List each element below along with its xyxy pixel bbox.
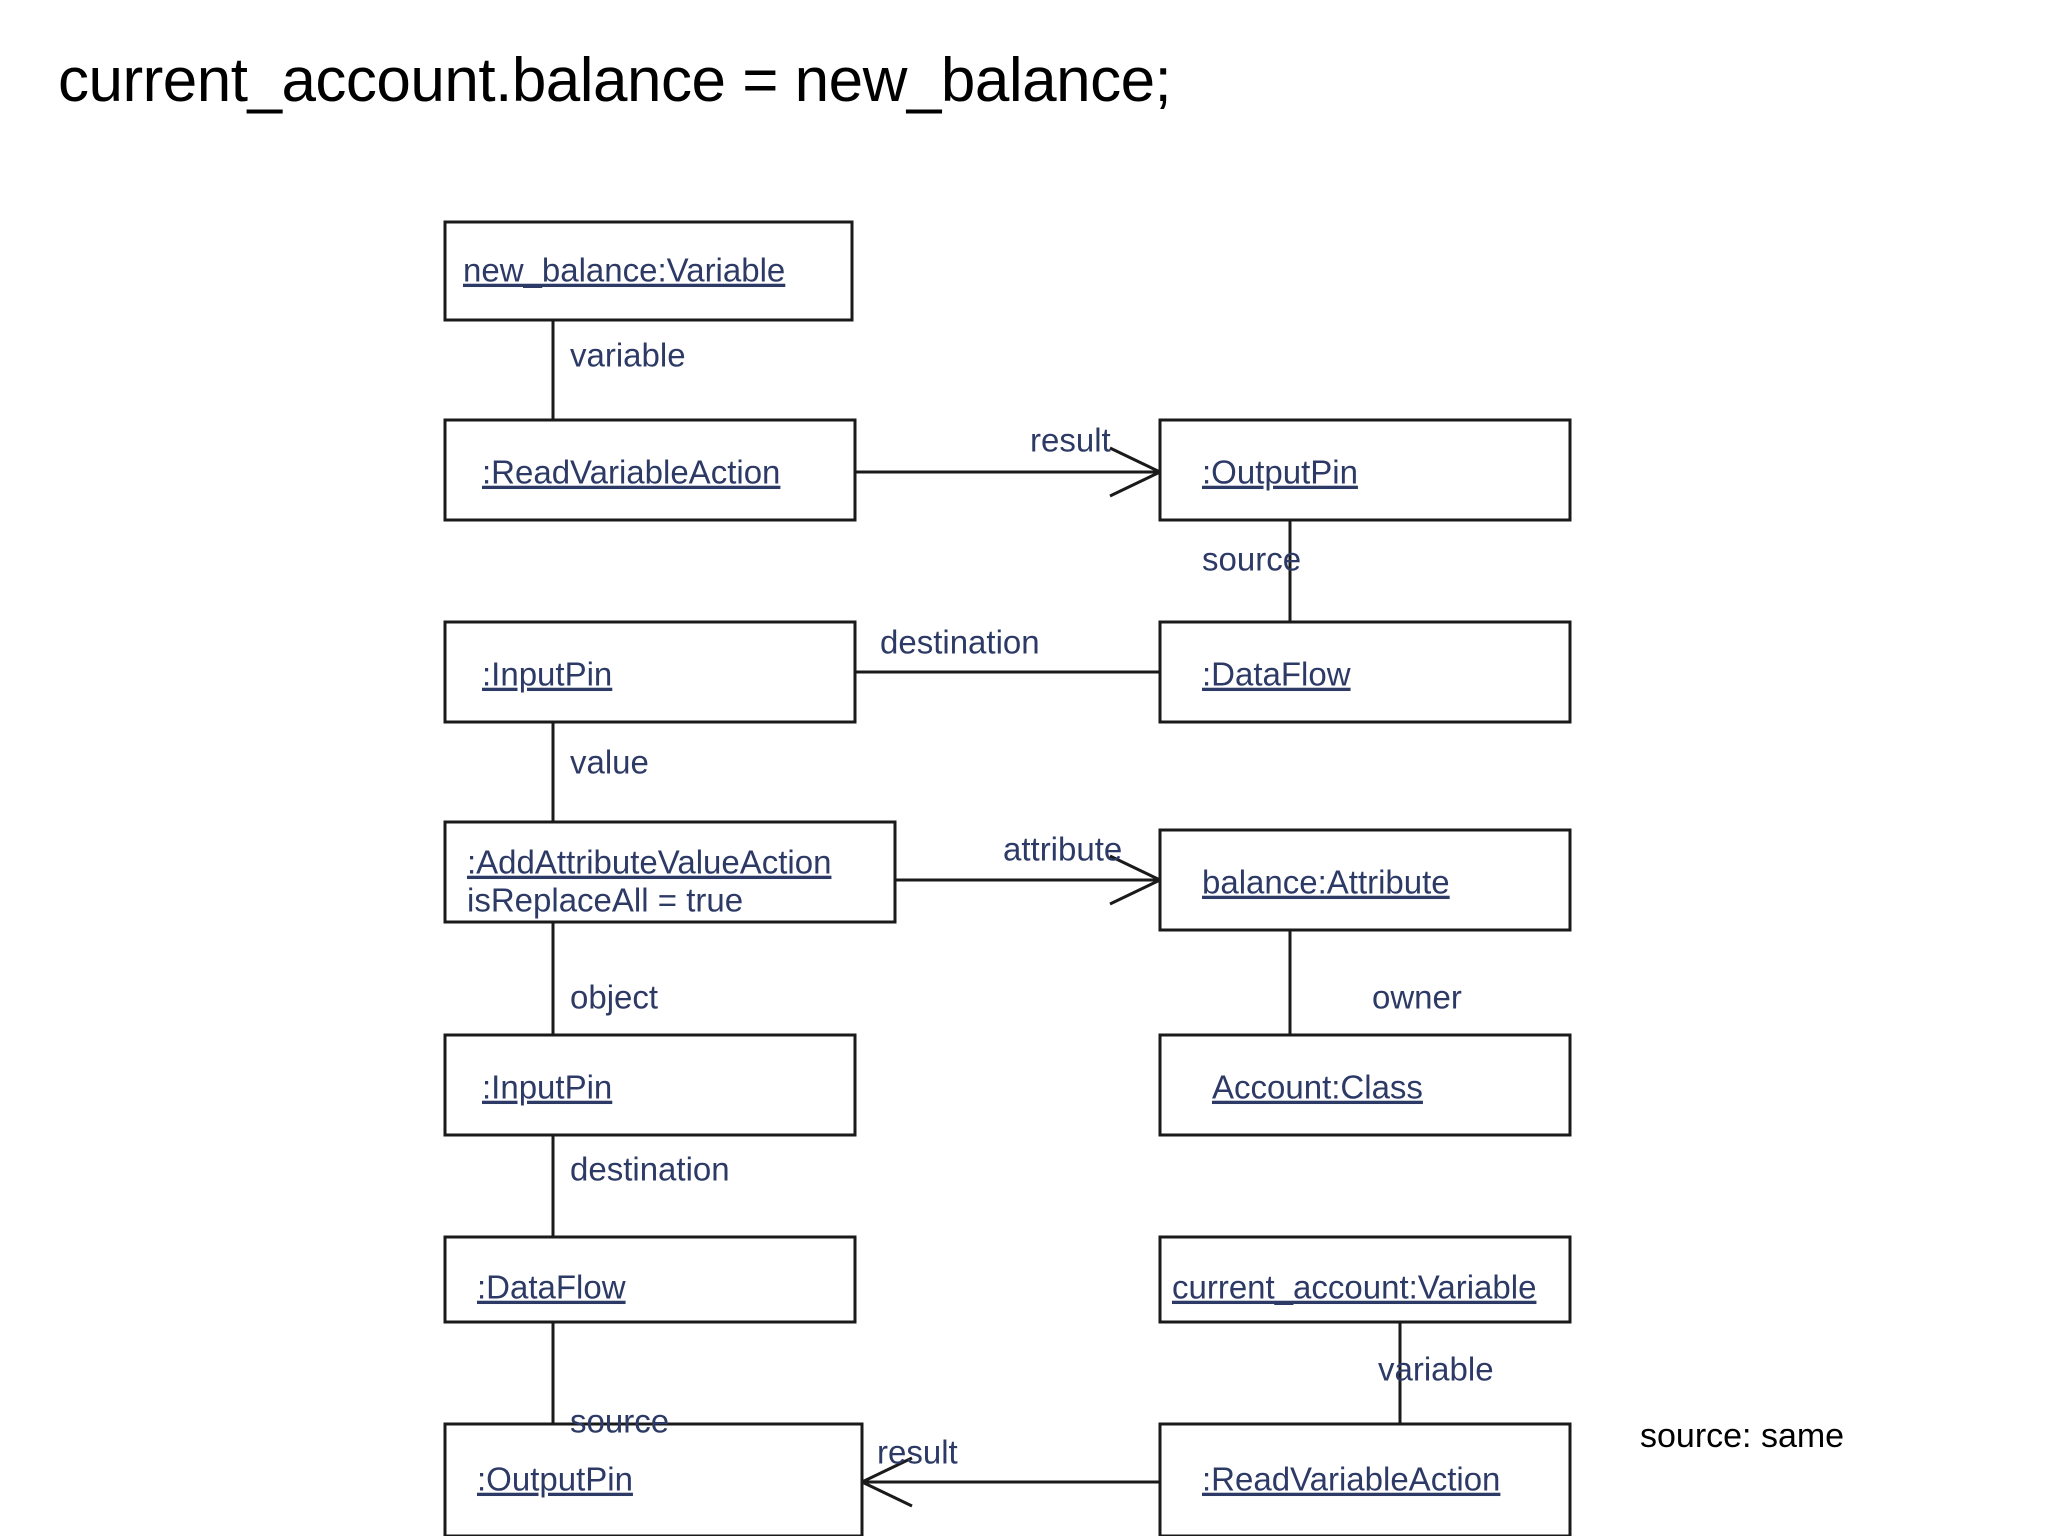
node-box: [1158, 1235, 1572, 1324]
link-label-attribute: attribute: [1003, 831, 1122, 868]
node-add-attribute-value-action[interactable]: :AddAttributeValueAction isReplaceAll = …: [443, 820, 897, 924]
link-label-source-top: source: [1202, 541, 1301, 578]
node-label: :OutputPin: [477, 1461, 633, 1498]
node-label: current_account:Variable: [1172, 1269, 1536, 1306]
link-label-object: object: [570, 979, 658, 1016]
node-attribute: isReplaceAll = true: [467, 882, 743, 919]
node-box: [443, 1422, 864, 1536]
node-read-variable-action-bottom[interactable]: :ReadVariableAction: [1158, 1422, 1572, 1536]
link-label-destination-top: destination: [880, 624, 1040, 661]
node-data-flow-top[interactable]: :DataFlow: [1158, 620, 1572, 724]
node-read-variable-action-top[interactable]: :ReadVariableAction: [443, 418, 857, 522]
slide-title: current_account.balance = new_balance;: [58, 46, 1172, 115]
node-account-class[interactable]: Account:Class: [1158, 1033, 1572, 1137]
node-label: :DataFlow: [477, 1269, 626, 1306]
link-label-owner: owner: [1372, 979, 1462, 1016]
link-label-variable-top: variable: [570, 337, 686, 374]
node-label: :InputPin: [482, 1069, 612, 1106]
node-box: [443, 418, 857, 522]
link-result-top: [855, 446, 1164, 498]
node-label: new_balance:Variable: [463, 252, 785, 289]
node-output-pin-top[interactable]: :OutputPin: [1158, 418, 1572, 522]
node-new-balance-variable[interactable]: new_balance:Variable: [443, 220, 854, 322]
node-data-flow-bottom[interactable]: :DataFlow: [443, 1235, 857, 1324]
node-balance-attribute[interactable]: balance:Attribute: [1158, 828, 1572, 932]
node-label: :ReadVariableAction: [1202, 1461, 1500, 1498]
node-box: [1158, 418, 1572, 522]
note-source-same: source: same: [1640, 1417, 1844, 1455]
node-box: [1158, 1033, 1572, 1137]
node-label: balance:Attribute: [1202, 864, 1450, 901]
link-label-variable-bottom: variable: [1378, 1351, 1494, 1388]
node-current-account-variable[interactable]: current_account:Variable: [1158, 1235, 1572, 1324]
node-input-pin-bottom[interactable]: :InputPin: [443, 1033, 857, 1137]
node-box: [443, 1033, 857, 1137]
node-label: Account:Class: [1212, 1069, 1423, 1106]
node-input-pin-top[interactable]: :InputPin: [443, 620, 857, 724]
link-label-result-top: result: [1030, 422, 1111, 459]
node-box: [443, 820, 897, 924]
node-label: :DataFlow: [1202, 656, 1351, 693]
node-box: [443, 220, 854, 322]
link-label-destination-bottom: destination: [570, 1151, 730, 1188]
node-box: [1158, 620, 1572, 724]
node-label: :AddAttributeValueAction: [467, 844, 831, 881]
node-label: :ReadVariableAction: [482, 454, 780, 491]
link-label-value: value: [570, 744, 649, 781]
node-box: [1158, 828, 1572, 932]
link-label-source-bottom: source: [570, 1403, 669, 1440]
node-box: [443, 620, 857, 724]
node-output-pin-bottom[interactable]: :OutputPin: [443, 1422, 864, 1536]
node-label: :OutputPin: [1202, 454, 1358, 491]
node-box: [1158, 1422, 1572, 1536]
node-label: :InputPin: [482, 656, 612, 693]
node-box: [443, 1235, 857, 1324]
link-label-result-bottom: result: [877, 1434, 958, 1471]
